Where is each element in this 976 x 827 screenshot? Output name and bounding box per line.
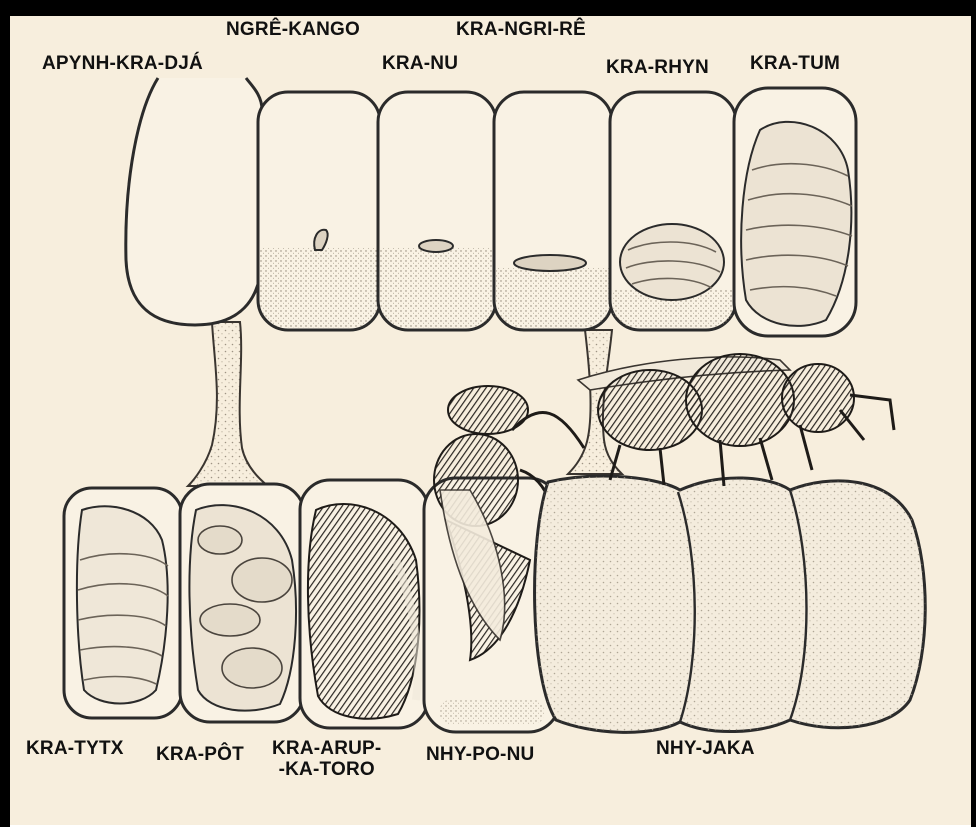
larva-large (741, 122, 852, 326)
food-kra-ngri-re (496, 268, 610, 328)
food-kra-nu (380, 248, 494, 328)
label-nhy-jaka: NHY-JAKA (656, 738, 755, 759)
pupa-dark (308, 504, 419, 719)
open-cell (126, 78, 262, 325)
label-kra-ngri-re: KRA-NGRI-RÊ (456, 19, 586, 40)
label-nhy-po-nu: NHY-PO-NU (426, 744, 534, 765)
larva-medium (514, 255, 586, 271)
pupa-pale (189, 505, 296, 711)
closed-cells (535, 476, 926, 732)
label-kra-tum: KRA-TUM (750, 53, 840, 74)
label-kra-rhyn: KRA-RHYN (606, 57, 709, 78)
label-kra-tytx: KRA-TYTX (26, 738, 124, 759)
label-kra-nu: KRA-NU (382, 53, 458, 74)
label-apynh-kra-dja: APYNH-KRA-DJÁ (42, 53, 203, 74)
frame-border-left (0, 0, 10, 827)
pupa-white (77, 506, 168, 703)
food-ngre-kango (260, 248, 378, 328)
frame-border-right (971, 0, 976, 827)
young-larva (419, 240, 453, 252)
label-kra-arup-ka-toro: KRA-ARUP- -KA-TORO (272, 738, 381, 780)
nhy-po-nu-base (440, 700, 544, 724)
label-kra-pot: KRA-PÔT (156, 744, 244, 765)
larva-curled (620, 224, 724, 300)
frame-border-top (0, 0, 976, 16)
label-ngre-kango: NGRÊ-KANGO (226, 19, 360, 40)
